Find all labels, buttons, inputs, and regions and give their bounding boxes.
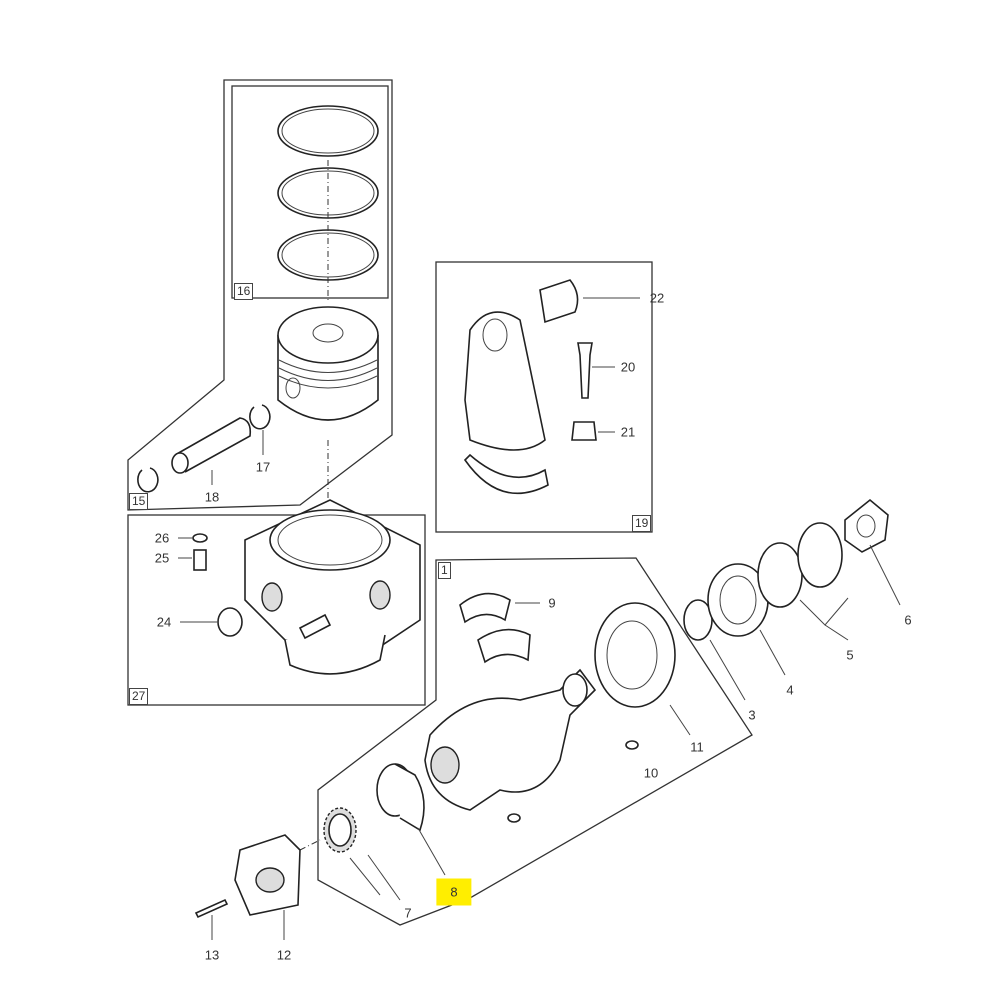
group-label-27[interactable]: 27	[129, 688, 149, 705]
seal-24	[217, 607, 243, 637]
callout-10[interactable]: 10	[643, 765, 659, 781]
callout-9[interactable]: 9	[548, 595, 556, 611]
callout-24[interactable]: 24	[156, 614, 172, 630]
group-label-19[interactable]: 19	[632, 515, 652, 532]
gear-7	[323, 807, 357, 853]
frame-rings-group	[231, 85, 389, 299]
group-label-15[interactable]: 15	[129, 493, 149, 510]
callout-17[interactable]: 17	[255, 459, 271, 475]
nut-21	[571, 421, 597, 441]
frame-conrod-group	[435, 261, 653, 533]
oring-26	[192, 533, 208, 543]
bushing-22	[539, 279, 579, 324]
circlip-3	[683, 599, 713, 641]
callout-21[interactable]: 21	[620, 424, 636, 440]
callout-11[interactable]: 11	[690, 739, 704, 755]
piston	[277, 306, 379, 500]
oil-pump-12	[234, 834, 301, 916]
nut-6	[844, 498, 889, 553]
pin-13	[194, 898, 229, 919]
key-10b	[507, 813, 521, 823]
frame-crankshaft-group	[317, 557, 753, 926]
callout-18[interactable]: 18	[204, 489, 220, 505]
group-label-1[interactable]: 1	[438, 562, 451, 579]
frame-piston-group	[127, 79, 393, 511]
circlip-15	[137, 467, 159, 493]
shim-5a	[757, 542, 803, 608]
callout-3[interactable]: 3	[748, 707, 756, 723]
callout-22[interactable]: 22	[649, 290, 665, 306]
callout-12[interactable]: 12	[276, 947, 292, 963]
key-10	[625, 740, 639, 750]
callout-20[interactable]: 20	[620, 359, 636, 375]
crankshaft	[424, 668, 597, 811]
piston-pin	[171, 417, 252, 474]
cylinder	[244, 499, 421, 675]
callout-4[interactable]: 4	[786, 682, 794, 698]
bolt-20	[577, 342, 593, 399]
callout-8-highlighted[interactable]: 8	[436, 878, 472, 906]
callout-26[interactable]: 26	[154, 530, 170, 546]
circlip-17	[249, 404, 271, 430]
bearing-shell-9b	[477, 628, 531, 664]
callout-13[interactable]: 13	[204, 947, 220, 963]
bearing-shell-9a	[459, 592, 511, 624]
group-label-16[interactable]: 16	[234, 283, 254, 300]
callout-25[interactable]: 25	[154, 550, 170, 566]
callout-5[interactable]: 5	[846, 647, 854, 663]
shim-5b	[797, 522, 843, 588]
fitting-25	[193, 549, 207, 571]
ring-8	[376, 763, 425, 832]
callout-7[interactable]: 7	[404, 905, 412, 921]
piston-rings	[277, 105, 379, 300]
connecting-rod	[463, 311, 549, 495]
callout-6[interactable]: 6	[904, 612, 912, 628]
main-bearing-11	[594, 602, 676, 708]
frame-cylinder-group	[127, 514, 426, 706]
